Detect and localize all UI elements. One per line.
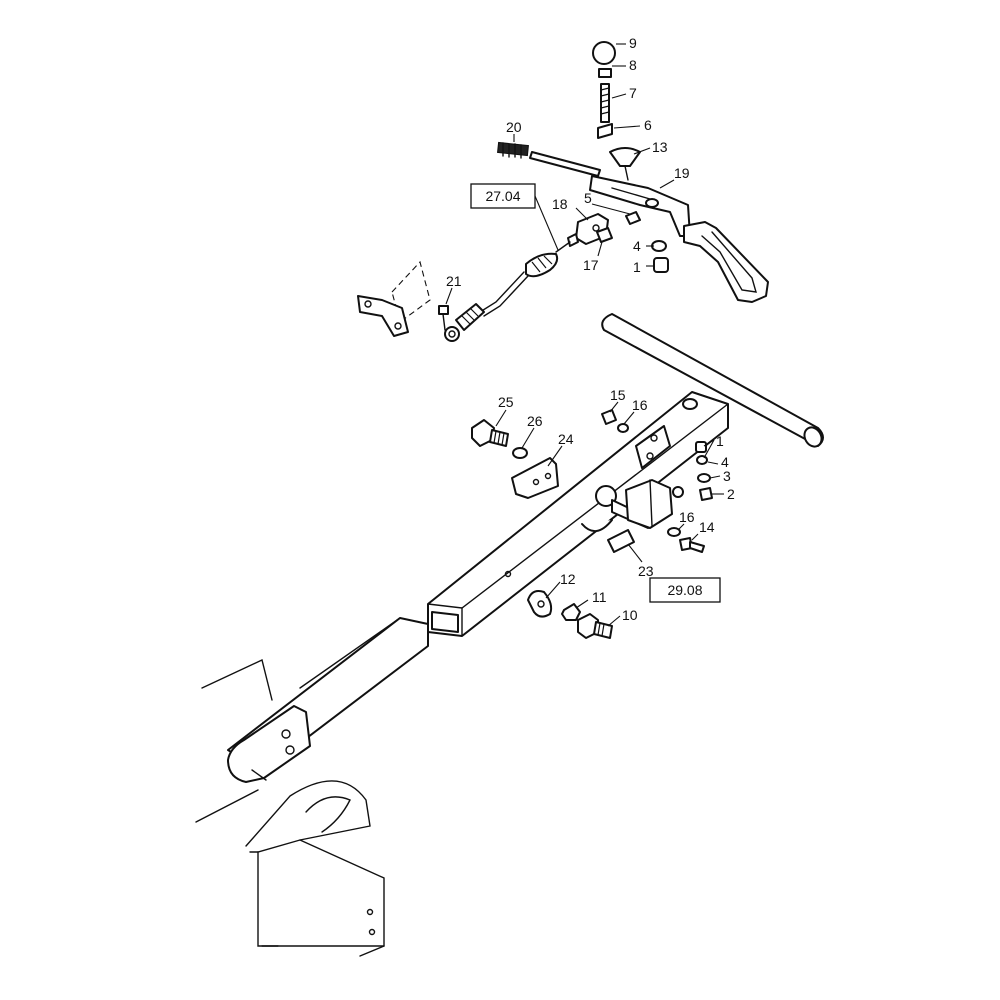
- mounting-plate: [635, 425, 671, 469]
- callout-labels: 9 8 7 6 13 20 19 18 5 4 17 1 21 25 26 24…: [446, 35, 735, 623]
- callout-10: 10: [622, 607, 638, 623]
- callout-9: 9: [629, 35, 637, 51]
- spring-part-20: [497, 141, 529, 159]
- reference-label-27-04: 27.04: [485, 188, 520, 204]
- callout-15: 15: [610, 387, 626, 403]
- bracket-part-24: [511, 457, 559, 499]
- bolt-part-14: [679, 537, 705, 553]
- nut-part-17: [596, 227, 613, 243]
- callout-14: 14: [699, 519, 715, 535]
- rod-part-7: [600, 83, 610, 123]
- bolt-part-21: [438, 305, 449, 331]
- nut-part-8: [598, 68, 612, 78]
- callout-16-upper: 16: [632, 397, 648, 413]
- callout-25: 25: [498, 394, 514, 410]
- reference-label-29-08: 29.08: [667, 582, 702, 598]
- bolt-part-5: [625, 211, 641, 225]
- callout-6: 6: [644, 117, 652, 133]
- callout-12: 12: [560, 571, 576, 587]
- beam-clamp: [581, 519, 613, 532]
- nut-part-15: [601, 409, 617, 425]
- washer-part-4a: [651, 240, 667, 252]
- callout-18: 18: [552, 196, 568, 212]
- switch-assembly: [595, 479, 684, 553]
- bushing-part-1b: [695, 441, 707, 453]
- cable-bracket: [357, 260, 431, 337]
- drawbar-frame: [195, 313, 824, 957]
- callout-11: 11: [592, 589, 607, 605]
- machine-body: [195, 659, 385, 957]
- washer-part-4b: [696, 455, 708, 465]
- callout-19: 19: [674, 165, 690, 181]
- callout-26: 26: [527, 413, 543, 429]
- bolt-part-25: [471, 419, 509, 447]
- bushing-part-1a: [653, 257, 669, 273]
- callout-7: 7: [629, 85, 637, 101]
- callout-1-upper: 1: [633, 259, 641, 275]
- callout-16-lower: 16: [679, 509, 695, 525]
- lever-part-19: [589, 175, 691, 237]
- reference-box-27-04: 27.04: [470, 183, 559, 251]
- callout-4-upper: 4: [633, 238, 641, 254]
- callout-5: 5: [584, 190, 592, 206]
- callout-20: 20: [506, 119, 522, 135]
- reference-box-29-08: 29.08: [649, 577, 721, 603]
- nut-part-2: [699, 487, 713, 501]
- nut-part-11: [561, 603, 581, 621]
- callout-23: 23: [638, 563, 654, 579]
- callout-21: 21: [446, 273, 462, 289]
- callout-2: 2: [727, 486, 735, 502]
- callout-24: 24: [558, 431, 574, 447]
- washer-part-6: [597, 123, 613, 139]
- callout-17: 17: [583, 257, 599, 273]
- washer-part-16a: [617, 423, 629, 433]
- knob-part-9: [592, 41, 616, 65]
- leader-lines: [445, 43, 724, 627]
- washer-part-16b: [667, 527, 681, 537]
- washer-part-3: [697, 473, 711, 483]
- callout-8: 8: [629, 57, 637, 73]
- washer-part-26: [512, 447, 528, 459]
- bolt-part-10: [577, 613, 613, 639]
- callout-4-lower: 4: [721, 454, 729, 470]
- callout-13: 13: [652, 139, 668, 155]
- clip-part-12: [527, 590, 553, 618]
- link-rod: [529, 151, 601, 177]
- hitch-eye: [227, 705, 311, 783]
- callout-3: 3: [723, 468, 731, 484]
- callout-1-lower: 1: [716, 433, 724, 449]
- fasteners: [471, 409, 713, 639]
- lever-assembly: [357, 41, 769, 342]
- control-cable: [444, 233, 579, 342]
- cone-part-13: [609, 147, 641, 167]
